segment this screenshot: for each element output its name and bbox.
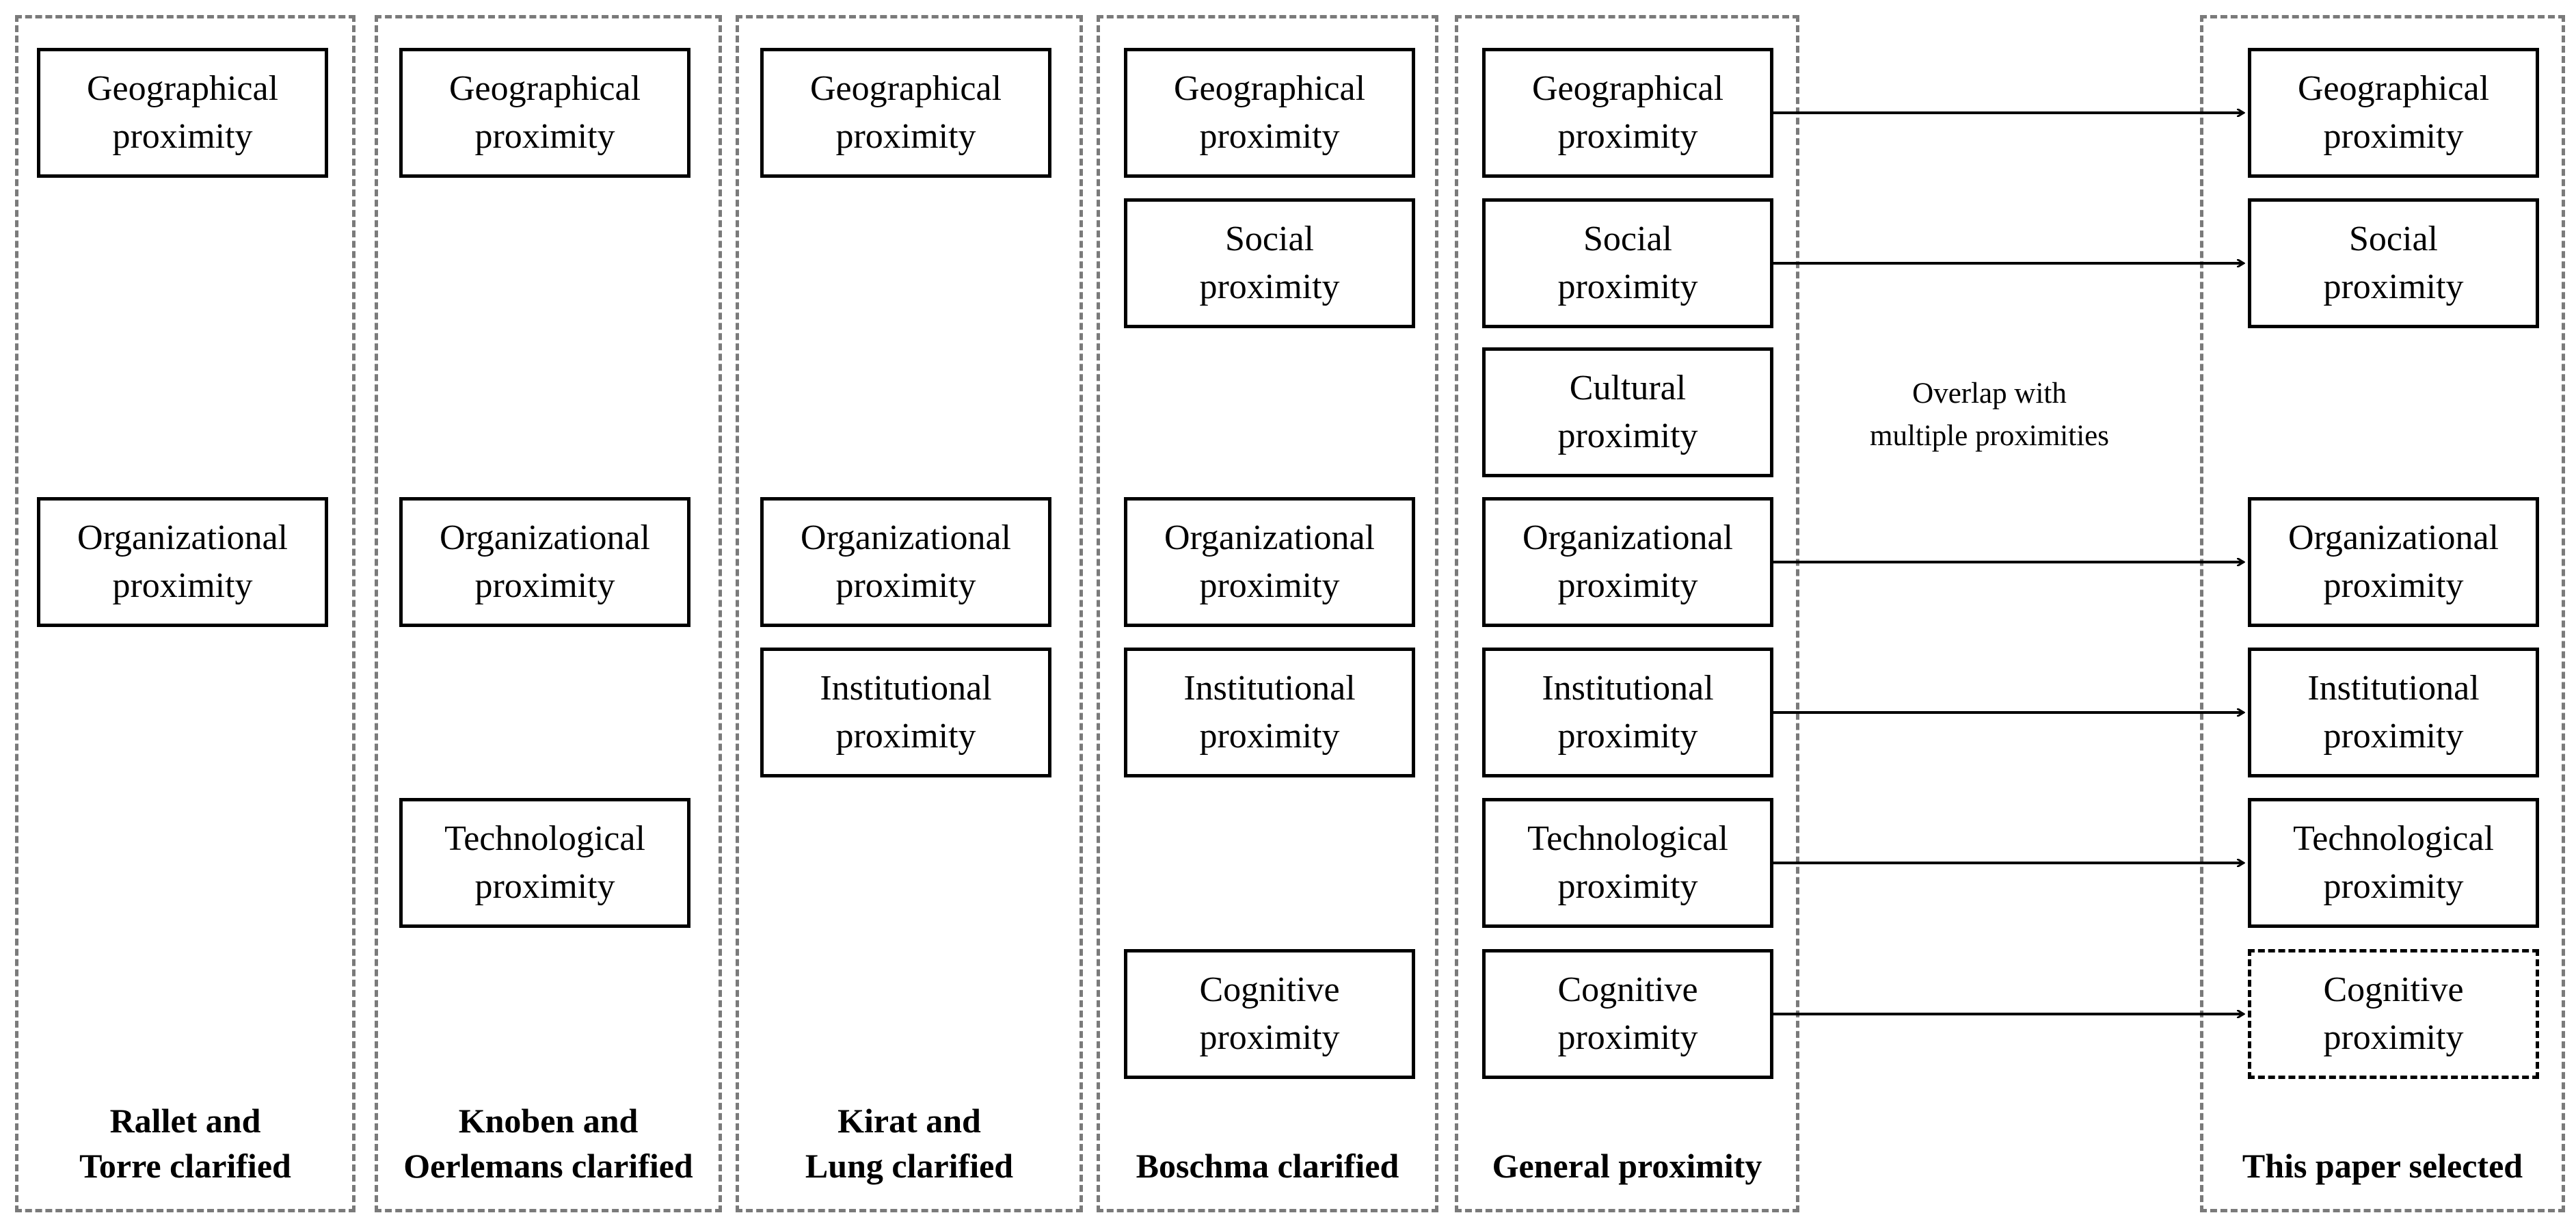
column-boschma: Boschma clarified xyxy=(1097,15,1438,1212)
column-general-proximity: General proximity xyxy=(1455,15,1799,1212)
column-title: This paper selected xyxy=(2242,1147,2523,1185)
geographical-proximity-box: Geographical proximity xyxy=(2248,48,2539,178)
institutional-proximity-box: Institutional proximity xyxy=(2248,648,2539,777)
column-rallet-torre: Rallet and Torre clarified xyxy=(15,15,355,1212)
organizational-proximity-box: Organizational proximity xyxy=(1124,497,1415,627)
geographical-proximity-box: Geographical proximity xyxy=(1482,48,1773,178)
cognitive-proximity-box: Cognitive proximity xyxy=(1124,949,1415,1079)
column-kirat-lung: Kirat and Lung clarified xyxy=(736,15,1083,1212)
cognitive-proximity-box: Cognitive proximity xyxy=(2248,949,2539,1079)
geographical-proximity-box: Geographical proximity xyxy=(37,48,328,178)
geographical-proximity-box: Geographical proximity xyxy=(399,48,690,178)
column-knoben-oerlemans: Knoben and Oerlemans clarified xyxy=(375,15,722,1212)
social-proximity-box: Social proximity xyxy=(2248,198,2539,328)
geographical-proximity-box: Geographical proximity xyxy=(760,48,1051,178)
institutional-proximity-box: Institutional proximity xyxy=(1124,648,1415,777)
cognitive-proximity-box: Cognitive proximity xyxy=(1482,949,1773,1079)
organizational-proximity-box: Organizational proximity xyxy=(760,497,1051,627)
column-title: Kirat and Lung clarified xyxy=(805,1102,1014,1185)
column-this-paper: This paper selected xyxy=(2200,15,2565,1212)
column-title: Rallet and Torre clarified xyxy=(79,1102,291,1185)
column-title: Boschma clarified xyxy=(1136,1147,1399,1185)
technological-proximity-box: Technological proximity xyxy=(2248,798,2539,928)
column-title: General proximity xyxy=(1492,1147,1762,1185)
column-title: Knoben and Oerlemans clarified xyxy=(403,1102,693,1185)
institutional-proximity-box: Institutional proximity xyxy=(760,648,1051,777)
overlap-note: Overlap with multiple proximities xyxy=(1870,377,2109,452)
technological-proximity-box: Technological proximity xyxy=(399,798,690,928)
organizational-proximity-box: Organizational proximity xyxy=(2248,497,2539,627)
social-proximity-box: Social proximity xyxy=(1124,198,1415,328)
institutional-proximity-box: Institutional proximity xyxy=(1482,648,1773,777)
social-proximity-box: Social proximity xyxy=(1482,198,1773,328)
organizational-proximity-box: Organizational proximity xyxy=(1482,497,1773,627)
organizational-proximity-box: Organizational proximity xyxy=(399,497,690,627)
organizational-proximity-box: Organizational proximity xyxy=(37,497,328,627)
cultural-proximity-box: Cultural proximity xyxy=(1482,347,1773,477)
technological-proximity-box: Technological proximity xyxy=(1482,798,1773,928)
geographical-proximity-box: Geographical proximity xyxy=(1124,48,1415,178)
